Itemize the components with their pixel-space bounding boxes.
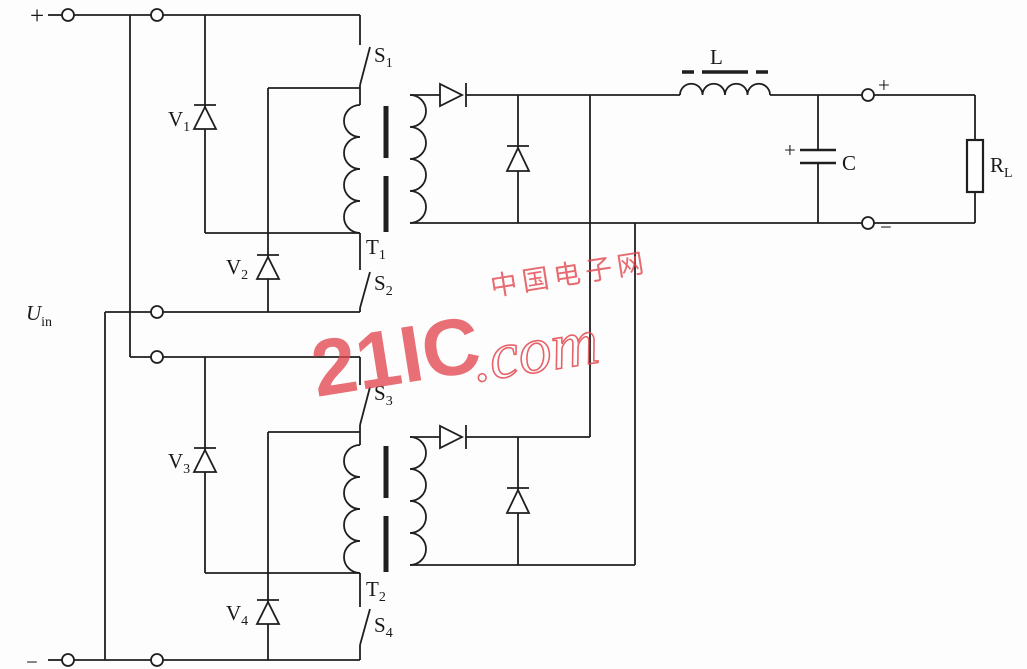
t1-label: T1	[366, 235, 386, 263]
capacitor-label: C	[842, 151, 856, 175]
switch-blade	[359, 46, 371, 86]
t2-label: T2	[366, 577, 386, 605]
switch-s4	[359, 573, 371, 660]
input-plus-label: +	[30, 3, 44, 30]
switch-blade	[359, 271, 371, 309]
rectifier-diode-bottom	[439, 424, 467, 450]
s3-label: S3	[374, 381, 393, 409]
terminal-circle	[150, 8, 164, 22]
watermark-chinese: 中国电子网	[488, 247, 651, 302]
freewheel-diode-bottom	[505, 487, 531, 514]
bottom-rail	[48, 653, 360, 667]
terminal-circle	[150, 653, 164, 667]
watermark-suffix: .com	[467, 305, 603, 397]
clamp-branch-v1	[204, 15, 360, 234]
terminal-circle	[861, 216, 875, 230]
mid-rails	[104, 15, 360, 660]
v1-label: V1	[168, 107, 190, 135]
transformer-t2	[343, 436, 427, 574]
watermark: 中国电子网 21IC .com	[305, 247, 651, 413]
transformer-t1	[343, 94, 427, 234]
switch-blade	[359, 386, 371, 426]
capacitor-plus-label: +	[784, 138, 796, 162]
terminal-circle	[61, 653, 75, 667]
switch-s3	[359, 357, 371, 445]
labels: + − Uin V1 V2 V3 V4 S1 S2 S3 S4 T1 T2 L …	[26, 3, 1013, 669]
primary-winding	[343, 104, 361, 234]
watermark-brand: 21IC	[305, 299, 486, 413]
inductor-l	[679, 70, 771, 96]
uin-label: Uin	[26, 301, 52, 330]
diode-v1	[192, 104, 218, 130]
clamp-branch-v2	[267, 87, 360, 312]
input-minus-label: −	[26, 650, 38, 669]
diode-v4	[255, 599, 281, 625]
rectifier-diode-top	[439, 82, 467, 108]
switch-s2	[359, 233, 371, 312]
freewheel-diode-top	[505, 145, 531, 172]
primary-winding	[343, 444, 361, 574]
switch-blade	[359, 608, 371, 646]
wiring	[48, 8, 985, 667]
load-resistor	[965, 138, 985, 194]
clamp-branch-v4	[267, 431, 360, 660]
output-minus-label: −	[880, 215, 892, 239]
top-rail	[48, 8, 360, 22]
terminal-circle	[61, 8, 75, 22]
terminal-circle	[150, 305, 164, 319]
s1-label: S1	[374, 43, 393, 71]
s4-label: S4	[374, 613, 393, 641]
output-rails	[410, 88, 976, 230]
capacitor-c	[800, 95, 836, 223]
terminal-circle	[861, 88, 875, 102]
v2-label: V2	[226, 255, 248, 283]
terminal-circle	[150, 350, 164, 364]
v4-label: V4	[226, 601, 248, 629]
diodes	[192, 82, 531, 625]
lower-output-ties	[410, 95, 636, 566]
secondary-winding	[409, 436, 427, 566]
inductor-winding	[679, 82, 771, 96]
s2-label: S2	[374, 271, 393, 299]
switch-s1	[359, 15, 371, 105]
load-label: RL	[990, 153, 1013, 181]
diode-v3	[192, 447, 218, 473]
v3-label: V3	[168, 449, 190, 477]
secondary-winding	[409, 94, 427, 224]
inductor-label: L	[710, 45, 723, 69]
output-plus-label: +	[878, 73, 890, 97]
diode-v2	[255, 254, 281, 280]
